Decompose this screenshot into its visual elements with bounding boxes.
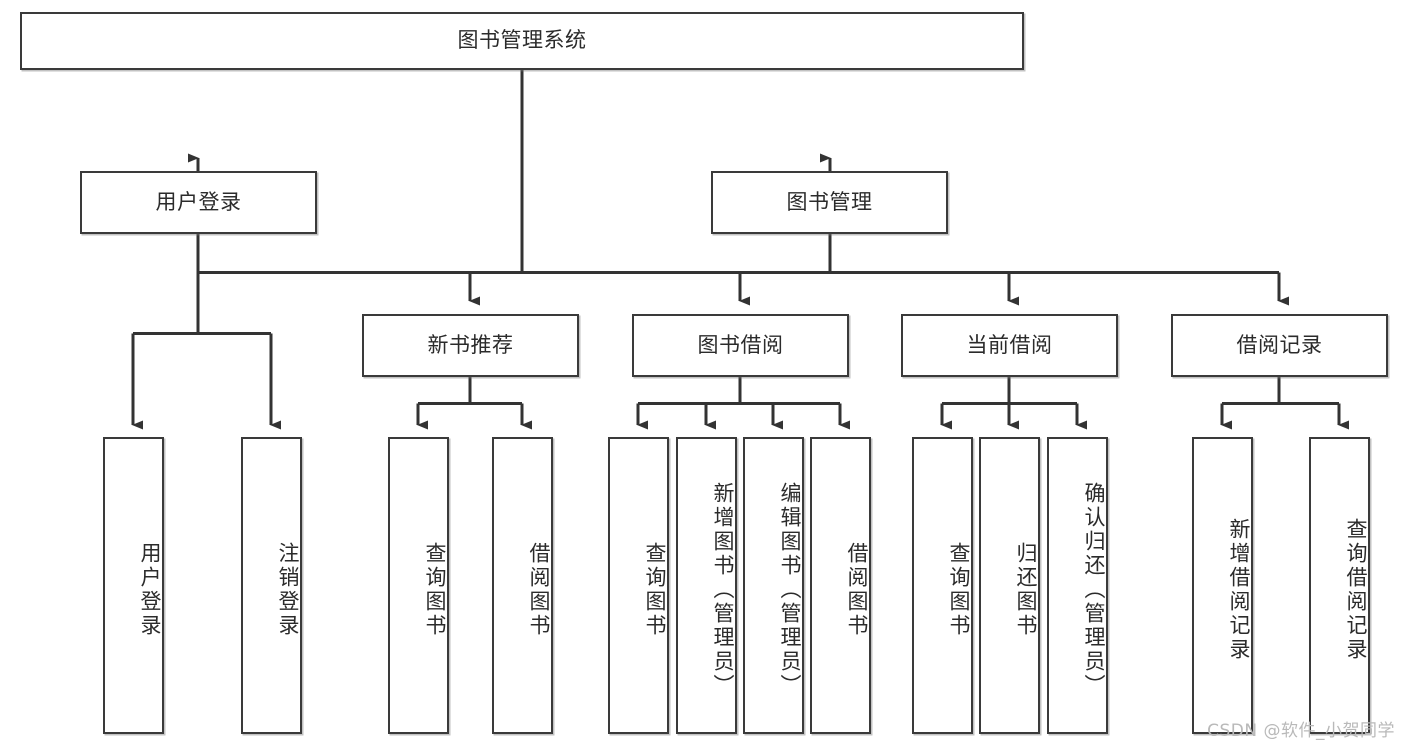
leaf-book-borrow-edit-book-admin[interactable]: 编辑图书（管理员）	[743, 437, 804, 734]
leaf-user-login-logout[interactable]: 注销登录	[241, 437, 302, 734]
node-label: 确认归还（管理员）	[1082, 481, 1106, 698]
node-label: 借阅图书	[845, 541, 869, 638]
csdn-watermark: CSDN @软件_小贺同学	[1207, 721, 1395, 741]
leaf-book-borrow-add-book-admin[interactable]: 新增图书（管理员）	[676, 437, 737, 734]
leaf-current-borrow-return-book[interactable]: 归还图书	[979, 437, 1040, 734]
node-label: 借阅记录	[1236, 332, 1323, 357]
node-label: 用户登录	[155, 189, 242, 214]
node-label: 查询图书	[643, 541, 667, 638]
node-label: 归还图书	[1014, 541, 1038, 638]
node-book-borrow[interactable]: 图书借阅	[632, 314, 849, 377]
node-label: 新书推荐	[427, 332, 514, 357]
node-current-borrow[interactable]: 当前借阅	[901, 314, 1118, 377]
node-label: 查询图书	[423, 541, 447, 638]
leaf-borrow-record-query-record[interactable]: 查询借阅记录	[1309, 437, 1370, 734]
node-user-login[interactable]: 用户登录	[80, 171, 317, 234]
leaf-current-borrow-query-book[interactable]: 查询图书	[912, 437, 973, 734]
node-label: 当前借阅	[966, 332, 1053, 357]
node-book-management[interactable]: 图书管理	[711, 171, 948, 234]
leaf-borrow-record-add-record[interactable]: 新增借阅记录	[1192, 437, 1253, 734]
node-borrow-record[interactable]: 借阅记录	[1171, 314, 1388, 377]
leaf-book-borrow-borrow-book[interactable]: 借阅图书	[810, 437, 871, 734]
node-label: 借阅图书	[527, 541, 551, 638]
node-label: 图书借阅	[697, 332, 784, 357]
node-label: 图书管理系统	[457, 28, 587, 53]
node-label: 用户登录	[138, 541, 162, 638]
node-label: 新增借阅记录	[1227, 517, 1251, 662]
node-new-book-recommend[interactable]: 新书推荐	[362, 314, 579, 377]
node-label: 注销登录	[276, 541, 300, 638]
node-label: 编辑图书（管理员）	[778, 481, 802, 698]
node-label: 新增图书（管理员）	[711, 481, 735, 698]
node-root-system[interactable]: 图书管理系统	[20, 12, 1024, 70]
leaf-user-login-login[interactable]: 用户登录	[103, 437, 164, 734]
node-label: 图书管理	[786, 189, 873, 214]
node-label: 查询图书	[947, 541, 971, 638]
leaf-new-book-borrow-book[interactable]: 借阅图书	[492, 437, 553, 734]
node-label: 查询借阅记录	[1344, 517, 1368, 662]
leaf-current-borrow-confirm-return-admin[interactable]: 确认归还（管理员）	[1047, 437, 1108, 734]
leaf-new-book-query-book[interactable]: 查询图书	[388, 437, 449, 734]
leaf-book-borrow-query-book[interactable]: 查询图书	[608, 437, 669, 734]
